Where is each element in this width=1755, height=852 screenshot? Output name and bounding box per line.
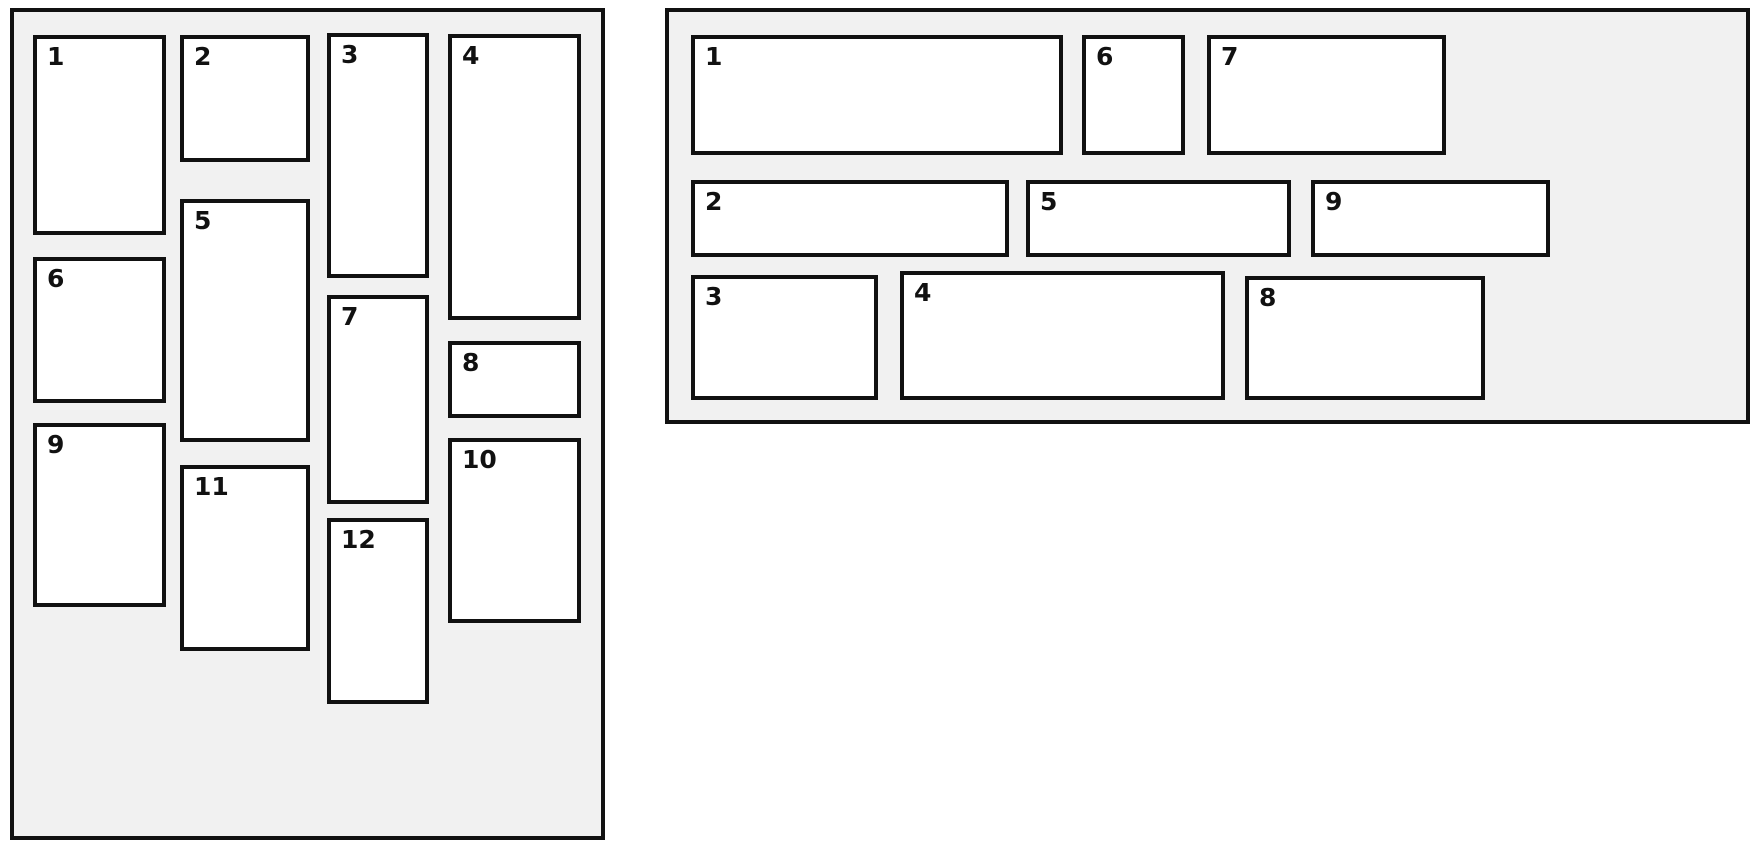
box-label: 2 [194,42,212,71]
left-panel-box-11[interactable]: 11 [180,465,310,651]
right-panel-box-5[interactable]: 5 [1026,180,1291,257]
box-label: 9 [47,430,65,459]
box-label: 5 [1040,187,1058,216]
box-label: 11 [194,472,229,501]
right-panel-box-9[interactable]: 9 [1311,180,1550,257]
right-panel-box-3[interactable]: 3 [691,275,878,400]
left-panel-box-7[interactable]: 7 [327,295,429,504]
box-label: 1 [705,42,723,71]
left-panel-box-12[interactable]: 12 [327,518,429,704]
left-panel-box-5[interactable]: 5 [180,199,310,442]
box-label: 6 [47,264,65,293]
box-label: 12 [341,525,376,554]
left-panel-box-6[interactable]: 6 [33,257,166,403]
box-label: 7 [1221,42,1239,71]
left-panel-box-3[interactable]: 3 [327,33,429,278]
box-label: 6 [1096,42,1114,71]
box-label: 1 [47,42,65,71]
right-panel-box-6[interactable]: 6 [1082,35,1185,155]
box-label: 3 [341,40,359,69]
left-panel-box-9[interactable]: 9 [33,423,166,607]
box-label: 9 [1325,187,1343,216]
right-panel-box-8[interactable]: 8 [1245,276,1485,400]
box-label: 10 [462,445,497,474]
left-panel-box-4[interactable]: 4 [448,34,581,320]
box-label: 3 [705,282,723,311]
box-label: 8 [462,348,480,377]
left-panel-box-1[interactable]: 1 [33,35,166,235]
box-label: 8 [1259,283,1277,312]
left-panel-box-10[interactable]: 10 [448,438,581,623]
right-panel: 1 6 7 2 5 9 3 4 8 [665,8,1750,424]
left-panel-box-8[interactable]: 8 [448,341,581,418]
box-label: 2 [705,187,723,216]
right-panel-box-4[interactable]: 4 [900,271,1225,400]
box-label: 5 [194,206,212,235]
right-panel-box-1[interactable]: 1 [691,35,1063,155]
box-label: 4 [914,278,932,307]
box-label: 7 [341,302,359,331]
left-panel-box-2[interactable]: 2 [180,35,310,162]
right-panel-box-2[interactable]: 2 [691,180,1009,257]
right-panel-box-7[interactable]: 7 [1207,35,1446,155]
box-label: 4 [462,41,480,70]
